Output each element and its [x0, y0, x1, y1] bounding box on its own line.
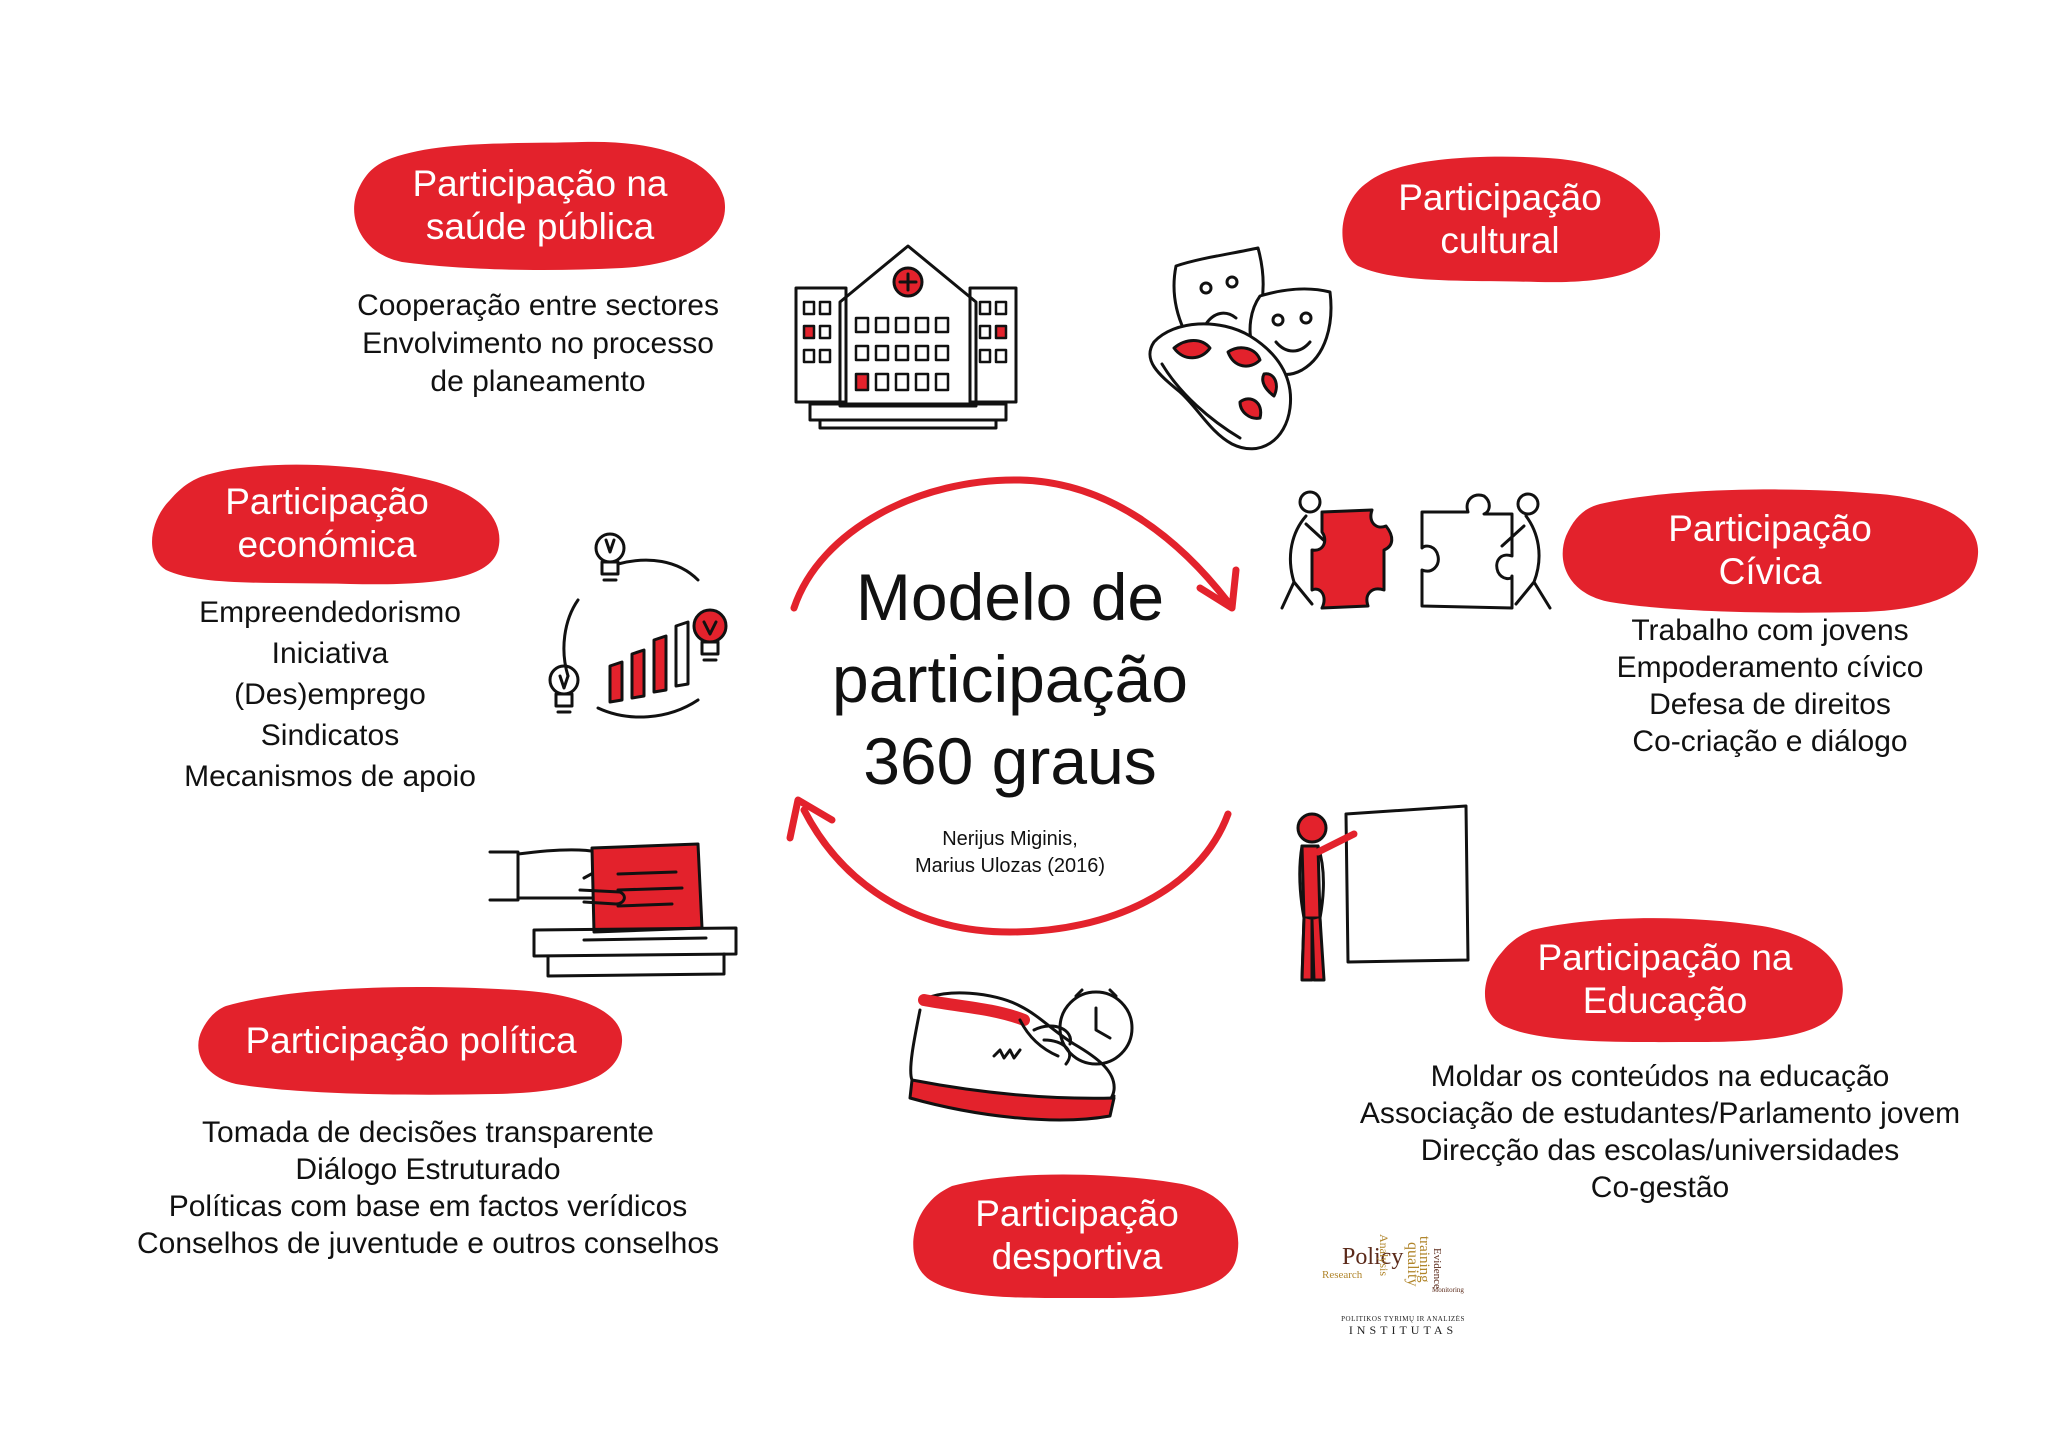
author-line: Marius Ulozas (2016)	[914, 855, 1106, 877]
logo-word: Evidence	[1431, 1248, 1443, 1289]
title-line: 360 graus	[863, 724, 1157, 798]
label-line: saúde pública	[425, 206, 655, 247]
puzzle-people-icon	[1280, 490, 1552, 610]
label-line: Cívica	[1718, 551, 1822, 592]
list-item: Moldar os conteúdos na educação	[1430, 1060, 1890, 1093]
list-item: Iniciativa	[271, 637, 389, 670]
blob-shape	[354, 141, 726, 270]
list-item: Co-gestão	[1590, 1171, 1730, 1204]
ballot-box-icon	[488, 842, 738, 978]
logo-word: quality	[1404, 1242, 1421, 1286]
list-item: Cooperação entre sectores	[357, 289, 719, 322]
logo-word: Policy	[1342, 1244, 1403, 1270]
category-civica-label: Participação Cívica	[1560, 486, 1980, 614]
theater-masks-icon	[1148, 246, 1333, 451]
cycle-arrows-icon	[786, 476, 1240, 936]
list-item: Conselhos de juventude e outros conselho…	[136, 1227, 720, 1260]
list-item: Políticas com base em factos verídicos	[168, 1190, 688, 1223]
logo-word: Monitoring	[1432, 1286, 1464, 1294]
list-item: Co-criação e diálogo	[1632, 725, 1908, 758]
category-cultural-label: Participação cultural	[1338, 152, 1662, 286]
lightbulb-growth-icon	[548, 532, 728, 719]
blob-shape	[1342, 156, 1661, 283]
list-item: de planeamento	[430, 365, 646, 398]
logo-word: Analysis	[1377, 1234, 1391, 1276]
label-line: cultural	[1440, 220, 1560, 261]
word-cloud-logo-icon: Policy Analysis Research quality trainin…	[1318, 1206, 1488, 1337]
list-item: Envolvimento no processo	[362, 327, 714, 360]
label-line: desportiva	[991, 1236, 1163, 1277]
logo-org-institutas: INSTITUTAS	[1348, 1323, 1458, 1337]
label-line: Participação	[1668, 508, 1872, 549]
presentation-board-icon	[1296, 804, 1470, 982]
center-authors: Nerijus Miginis, Marius Ulozas (2016)	[880, 826, 1140, 880]
category-desportiva-label: Participação desportiva	[912, 1170, 1242, 1300]
list-item: Direcção das escolas/universidades	[1420, 1134, 1900, 1167]
center-title: Modelo de participação 360 graus	[780, 556, 1240, 802]
category-saude-publica-label: Participação na saúde pública	[352, 138, 728, 272]
list-item: Trabalho com jovens	[1631, 614, 1909, 647]
list-item: Empreendedorismo	[199, 596, 461, 629]
sneaker-stopwatch-icon	[908, 988, 1134, 1122]
blob-shape	[913, 1174, 1239, 1299]
blob-shape	[152, 464, 500, 585]
logo-org-name: POLITIKOS TYRIMŲ IR ANALIZĖS	[1341, 1315, 1465, 1323]
blob-shape	[1484, 918, 1843, 1043]
politica-items-list: Tomada de decisões transparente Diálogo …	[108, 1114, 748, 1262]
title-line: participação	[832, 642, 1188, 716]
label-line: Participação	[1398, 177, 1602, 218]
label-line: Participação	[225, 481, 429, 522]
category-politica-label: Participação política	[196, 984, 626, 1096]
blob-shape	[198, 987, 623, 1095]
label-line: Participação na	[1537, 937, 1793, 978]
list-item: Empoderamento cívico	[1616, 651, 1924, 684]
civica-items-list: Trabalho com jovens Empoderamento cívico…	[1570, 612, 1970, 760]
blob-shape	[1562, 489, 1979, 613]
category-economica-label: Participação económica	[150, 460, 504, 586]
list-item: Tomada de decisões transparente	[202, 1116, 654, 1149]
saude-items-list: Cooperação entre sectores Envolvimento n…	[318, 287, 758, 401]
label-line: económica	[237, 524, 417, 565]
list-item: Associação de estudantes/Parlamento jove…	[1359, 1097, 1961, 1130]
logo-word: Research	[1322, 1269, 1363, 1281]
economica-items-list: Empreendedorismo Iniciativa (Des)emprego…	[130, 592, 530, 797]
author-line: Nerijus Miginis,	[942, 828, 1078, 850]
title-line: Modelo de	[855, 560, 1165, 634]
list-item: Sindicatos	[260, 719, 400, 752]
educacao-items-list: Moldar os conteúdos na educação Associaç…	[1330, 1058, 1990, 1206]
list-item: Mecanismos de apoio	[184, 760, 476, 793]
list-item: (Des)emprego	[234, 678, 426, 711]
category-educacao-label: Participação na Educação	[1482, 914, 1848, 1044]
logo-word: training	[1416, 1236, 1432, 1283]
label-line: Participação	[975, 1193, 1179, 1234]
logo-wordcloud: Policy Analysis Research quality trainin…	[1322, 1234, 1464, 1294]
list-item: Defesa de direitos	[1649, 688, 1891, 721]
list-item: Diálogo Estruturado	[295, 1153, 561, 1186]
label-line: Educação	[1582, 980, 1748, 1021]
hospital-icon	[794, 244, 1018, 430]
label-line: Participação política	[245, 1019, 577, 1061]
label-line: Participação na	[412, 163, 668, 204]
